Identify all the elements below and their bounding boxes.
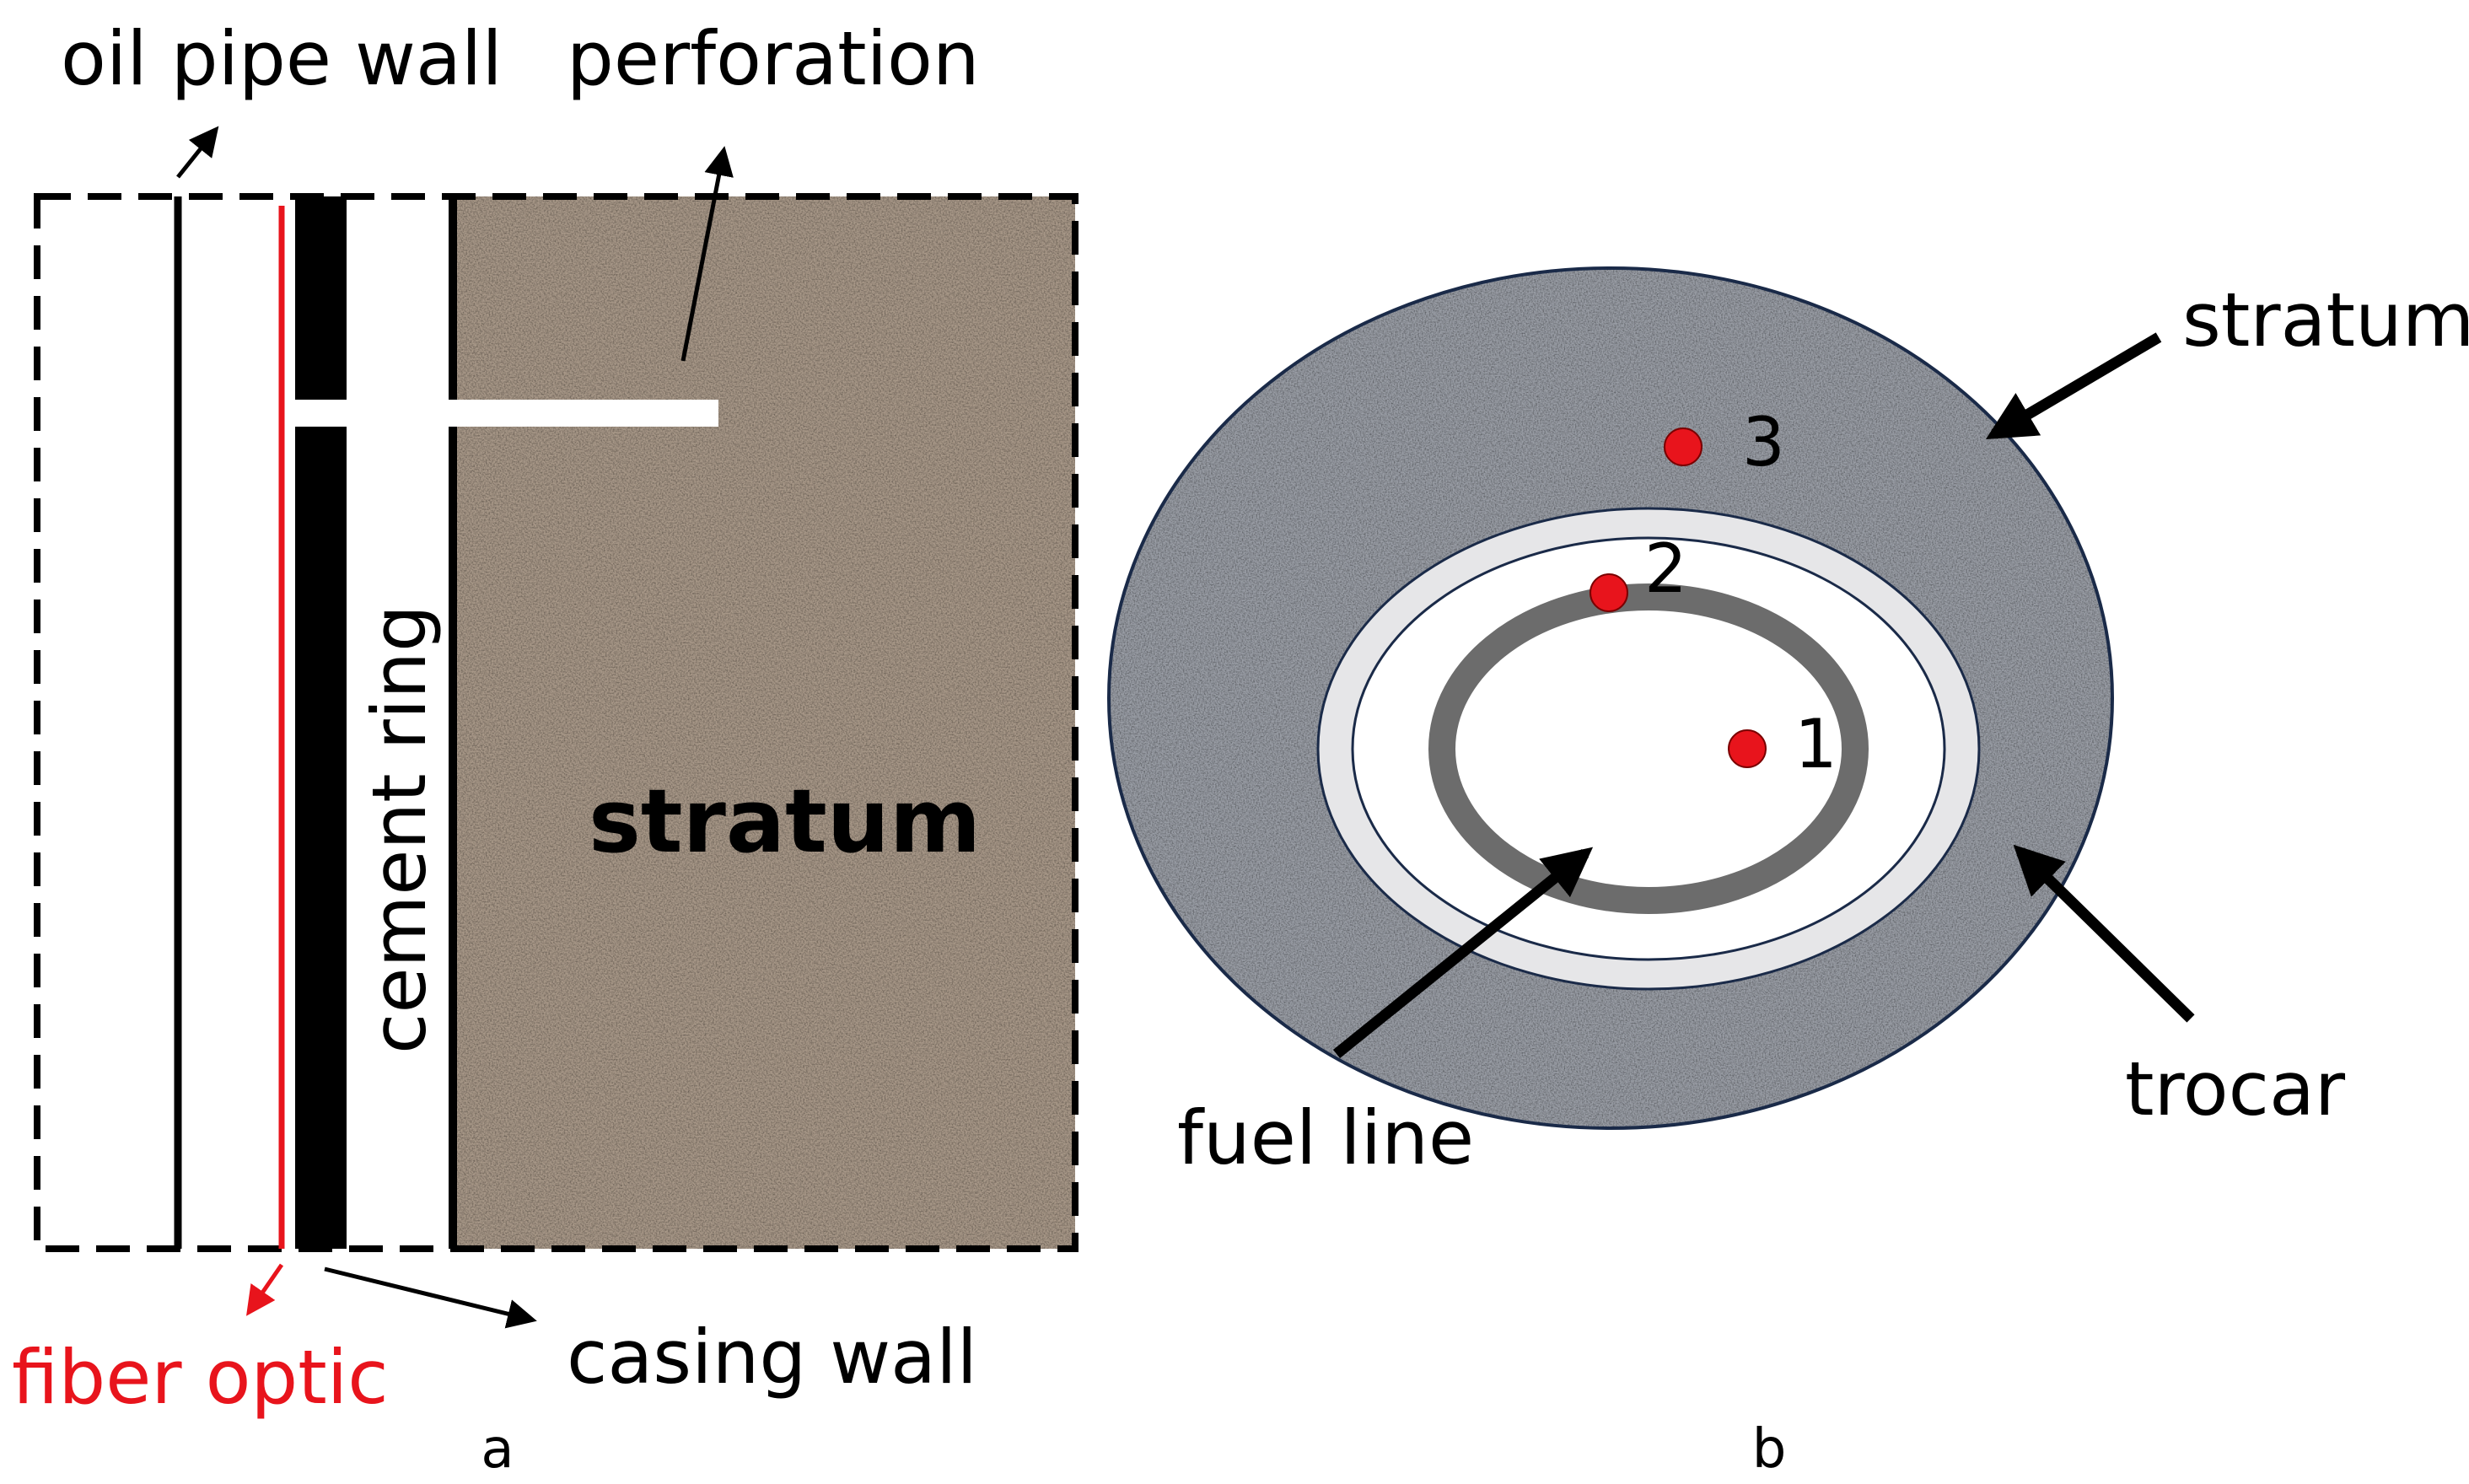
point-label-2: 2 bbox=[1644, 530, 1687, 608]
stratum-label-a: stratum bbox=[589, 770, 981, 873]
cement-ring-label: cement ring bbox=[356, 605, 443, 1054]
perforation-label: perforation bbox=[567, 15, 980, 102]
perforation-arrow bbox=[680, 146, 734, 362]
panel-b-caption: b bbox=[1752, 1418, 1787, 1481]
trocar-label: trocar bbox=[2125, 1046, 2346, 1132]
stratum-arrow bbox=[1985, 332, 2162, 439]
casing-wall-lower bbox=[295, 427, 347, 1249]
section-frame bbox=[34, 193, 1079, 1252]
stratum-outline bbox=[1107, 266, 2114, 1130]
casing-wall-upper bbox=[295, 196, 347, 400]
panel-b: 1 2 3 stratum fuel line trocar b bbox=[1107, 266, 2469, 1481]
fuel-line-arrow bbox=[1332, 847, 1594, 1059]
point-marker-2 bbox=[1590, 573, 1628, 612]
fiber-optic-label: fiber optic bbox=[12, 1334, 389, 1421]
point-marker-1 bbox=[1728, 729, 1767, 768]
stratum-block bbox=[453, 196, 1075, 1249]
trocar-arrow bbox=[2013, 844, 2195, 1023]
panel-a-caption: a bbox=[481, 1418, 514, 1481]
casing-wall-arrow bbox=[324, 1266, 537, 1329]
perforation-channel bbox=[295, 400, 718, 427]
point-label-1: 1 bbox=[1794, 705, 1837, 783]
fiber-optic-arrow bbox=[246, 1263, 284, 1316]
point-label-3: 3 bbox=[1742, 403, 1785, 481]
panel-a: oil pipe wall perforation cement ring st… bbox=[12, 15, 1079, 1481]
point-marker-3 bbox=[1664, 427, 1702, 466]
casing-wall-label: casing wall bbox=[567, 1314, 977, 1401]
fuel-line-ring bbox=[1428, 583, 1869, 914]
oil-pipe-wall-arrow bbox=[176, 126, 219, 179]
stratum-label-b: stratum bbox=[2182, 277, 2469, 363]
oil-pipe-wall-label: oil pipe wall bbox=[61, 15, 503, 102]
fuel-line-label: fuel line bbox=[1177, 1094, 1474, 1181]
